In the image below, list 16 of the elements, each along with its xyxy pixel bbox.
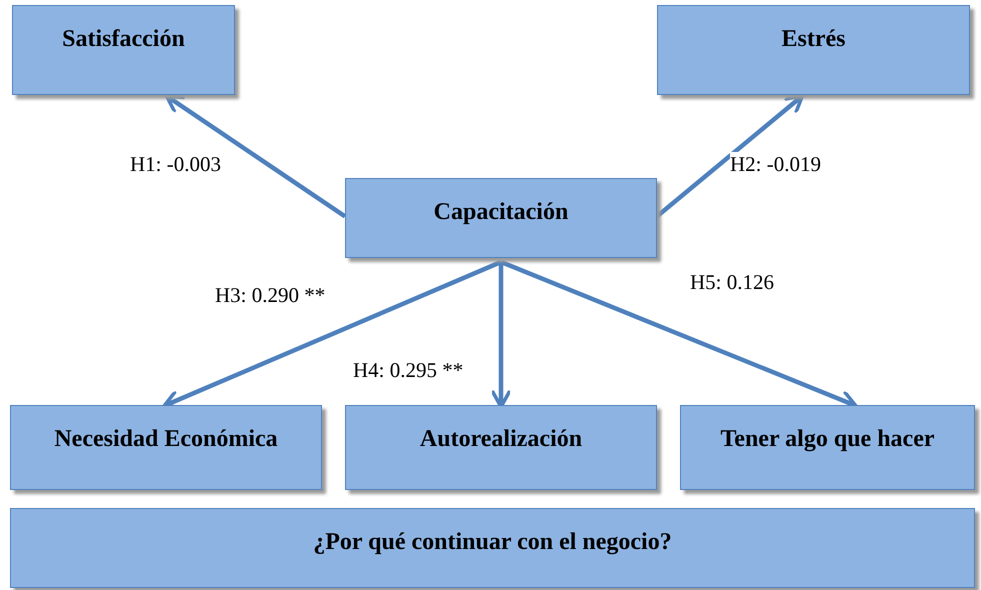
box-label: Capacitación [432,199,570,226]
box-label: Necesidad Económica [53,426,279,453]
process-box [345,178,657,258]
box-label: Autorealización [418,426,584,453]
process-box [10,405,322,490]
box-label: ¿Por qué continuar con el negocio? [312,529,673,556]
process-box [345,405,657,490]
arrow [656,94,804,218]
box-label: Satisfacción [61,26,186,53]
process-box [680,405,975,490]
process-box [10,508,975,588]
box-label: Tener algo que hacer [720,426,936,453]
arrow [164,94,346,218]
box-label: Estrés [780,26,846,53]
process-box [657,5,970,95]
process-box [12,5,235,95]
